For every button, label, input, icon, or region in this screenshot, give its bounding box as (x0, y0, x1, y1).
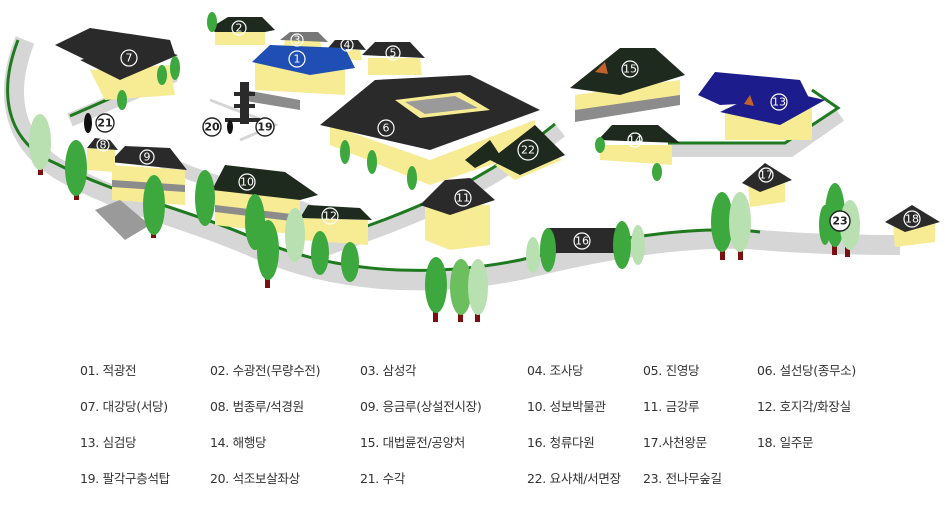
marker-2[interactable]: 2 (231, 20, 247, 36)
building-18[interactable] (885, 205, 940, 247)
legend: 01. 적광전 02. 수광전(무량수전) 03. 삼성각 04. 조사당 05… (0, 335, 950, 513)
marker-4[interactable]: 4 (340, 38, 354, 52)
legend-item-15: 15. 대법륜전/공양처 (360, 435, 465, 450)
marker-11[interactable]: 11 (454, 189, 472, 207)
marker-18[interactable]: 18 (903, 210, 921, 228)
legend-item-14: 14. 해행당 (210, 435, 267, 450)
legend-item-19: 19. 팔각구층석탑 (80, 471, 170, 486)
building-1[interactable] (240, 45, 355, 110)
marker-12[interactable]: 12 (321, 207, 339, 225)
marker-19[interactable]: 19 (255, 117, 275, 137)
marker-20[interactable]: 20 (202, 117, 222, 137)
marker-23[interactable]: 23 (829, 210, 851, 232)
marker-13[interactable]: 13 (770, 93, 788, 111)
legend-item-17: 17.사천왕문 (643, 435, 707, 450)
building-13[interactable] (698, 72, 825, 140)
svg-text:3: 3 (294, 34, 301, 47)
legend-item-03: 03. 삼성각 (360, 363, 417, 378)
legend-item-16: 16. 청류다원 (527, 435, 595, 450)
building-5[interactable] (362, 42, 425, 75)
svg-text:23: 23 (832, 215, 847, 228)
marker-16[interactable]: 16 (573, 232, 591, 250)
marker-17[interactable]: 17 (758, 167, 774, 183)
legend-item-02: 02. 수광전(무량수전) (210, 363, 321, 378)
legend-item-11: 11. 금강루 (643, 399, 700, 414)
legend-item-13: 13. 심검당 (80, 435, 137, 450)
legend-item-18: 18. 일주문 (757, 435, 814, 450)
marker-21[interactable]: 21 (95, 113, 115, 133)
marker-15[interactable]: 15 (621, 60, 639, 78)
svg-text:13: 13 (772, 96, 786, 109)
legend-item-06: 06. 설선당(종무소) (757, 363, 857, 378)
legend-item-23: 23. 전나무숲길 (643, 471, 722, 486)
svg-text:22: 22 (521, 144, 535, 157)
svg-text:19: 19 (257, 121, 272, 134)
svg-text:12: 12 (323, 210, 337, 223)
svg-text:6: 6 (383, 122, 390, 135)
svg-text:1: 1 (294, 53, 301, 66)
building-22[interactable] (465, 125, 565, 180)
legend-item-21: 21. 수각 (360, 471, 406, 486)
svg-text:7: 7 (126, 52, 133, 65)
well-21[interactable] (84, 113, 92, 133)
svg-text:16: 16 (575, 235, 589, 248)
marker-8[interactable]: 8 (96, 138, 110, 152)
marker-6[interactable]: 6 (377, 119, 395, 137)
svg-text:8: 8 (100, 139, 107, 152)
marker-3[interactable]: 3 (290, 33, 304, 47)
legend-item-22: 22. 요사채/서면장 (527, 471, 621, 486)
legend-item-07: 07. 대강당(서당) (80, 399, 168, 414)
building-8[interactable] (87, 138, 118, 172)
legend-item-05: 05. 진영당 (643, 363, 700, 378)
svg-text:17: 17 (759, 169, 773, 182)
svg-text:4: 4 (344, 39, 351, 52)
svg-text:21: 21 (97, 117, 112, 130)
marker-7[interactable]: 7 (120, 49, 138, 67)
building-2[interactable] (210, 17, 275, 45)
marker-22[interactable]: 22 (517, 139, 539, 161)
legend-item-04: 04. 조사당 (527, 363, 584, 378)
svg-text:2: 2 (236, 22, 243, 35)
pagoda-19[interactable] (225, 82, 260, 124)
marker-1[interactable]: 1 (288, 50, 306, 68)
marker-5[interactable]: 5 (385, 45, 401, 61)
building-7[interactable] (55, 28, 178, 100)
svg-text:9: 9 (144, 151, 151, 164)
svg-text:10: 10 (240, 176, 254, 189)
svg-text:11: 11 (456, 192, 470, 205)
building-15[interactable] (570, 48, 685, 122)
marker-9[interactable]: 9 (139, 149, 155, 165)
svg-text:14: 14 (628, 134, 642, 147)
temple-map: 1 2 3 4 5 6 7 8 9 10 11 12 13 14 15 16 1… (4, 12, 940, 322)
statue-20[interactable] (227, 120, 233, 134)
svg-text:5: 5 (390, 47, 397, 60)
svg-text:18: 18 (905, 213, 919, 226)
legend-item-20: 20. 석조보살좌상 (210, 471, 300, 486)
legend-item-10: 10. 성보박물관 (527, 399, 606, 414)
building-11[interactable] (420, 178, 495, 250)
svg-text:15: 15 (623, 63, 637, 76)
legend-item-08: 08. 범종루/석경원 (210, 399, 304, 414)
marker-10[interactable]: 10 (238, 173, 256, 191)
svg-text:20: 20 (204, 121, 220, 134)
marker-14[interactable]: 14 (627, 132, 643, 148)
legend-item-09: 09. 응금루(상설전시장) (360, 399, 482, 414)
legend-item-01: 01. 적광전 (80, 363, 137, 378)
legend-item-12: 12. 호지각/화장실 (757, 399, 851, 414)
building-17[interactable] (742, 163, 792, 207)
